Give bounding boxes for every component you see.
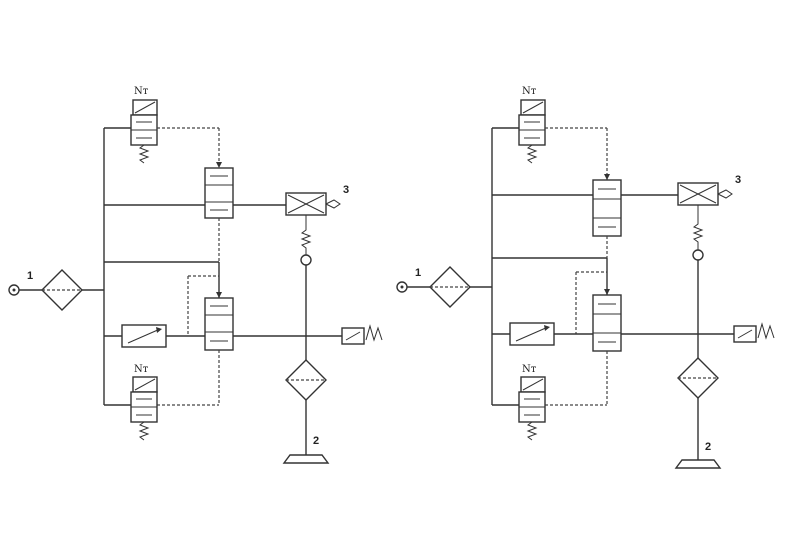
lower-spring-icon [526,421,538,441]
exhaust-silencer-symbol [733,322,775,343]
pneumatic-schematic-right: 1 Nт [396,86,775,469]
drain-base-symbol [282,454,330,464]
upper-solenoid-valve: Nт [130,86,158,164]
check-valve-icon [692,249,704,261]
drain-filter-symbol [285,359,327,401]
upper-solenoid-label: Nт [134,86,149,97]
outlet-spring-icon [300,215,312,255]
lower-solenoid-label: Nт [522,364,537,375]
upper-spring-icon [138,144,150,164]
outlet-control-symbol [285,192,341,216]
label-port-2: 2 [313,435,319,447]
flow-control-symbol [509,322,555,346]
outlet-spring-icon [692,205,704,250]
upper-pilot-valve [592,179,622,237]
outlet-control-symbol [677,182,733,206]
air-source-symbol [8,284,42,296]
upper-solenoid-valve: Nт [518,86,546,164]
pneumatic-schematic-left: 1 Nт [8,86,383,464]
lower-pilot-valve [204,297,234,351]
upper-solenoid-label: Nт [522,86,537,97]
drain-base-symbol [674,459,722,469]
lower-pilot-valve [592,294,622,352]
label-port-2: 2 [705,441,711,453]
air-source-symbol [396,281,430,293]
exhaust-silencer-symbol [341,324,383,345]
label-port-1: 1 [27,270,33,282]
label-port-3: 3 [343,184,349,196]
label-port-3: 3 [735,174,741,186]
lower-solenoid-label: Nт [134,364,149,375]
lower-spring-icon [138,421,150,441]
label-port-1: 1 [415,267,421,279]
upper-spring-icon [526,144,538,164]
lower-solenoid-valve: Nт [518,364,546,441]
drain-filter-symbol [677,357,719,399]
upper-pilot-valve [204,167,234,219]
flow-control-symbol [121,324,167,348]
inlet-filter-symbol [429,266,471,308]
check-valve-icon [300,254,312,266]
inlet-filter-symbol [41,269,83,311]
lower-solenoid-valve: Nт [130,364,158,441]
